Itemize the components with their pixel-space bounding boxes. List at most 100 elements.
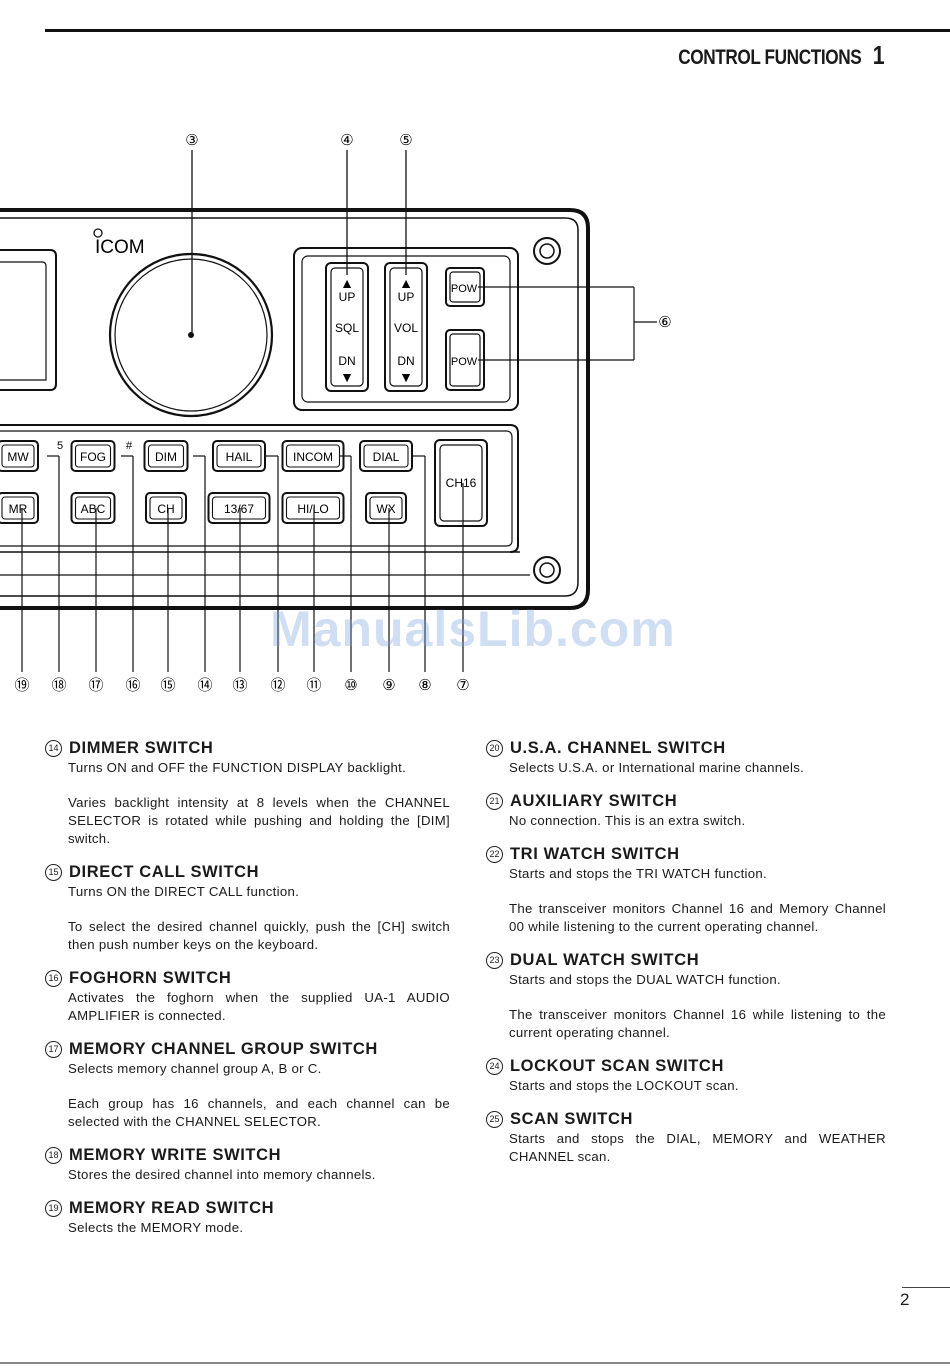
dial-key-label: DIAL — [373, 450, 400, 464]
dim-key-label: DIM — [155, 450, 177, 464]
page-number: 2 — [900, 1290, 910, 1309]
entry-body: Turns ON and OFF the FUNCTION DISPLAY ba… — [68, 759, 450, 848]
hi-lo-key-label: HI/LO — [297, 502, 328, 516]
entry-paragraph: Turns ON and OFF the FUNCTION DISPLAY ba… — [68, 760, 407, 775]
page-number-rule — [902, 1287, 950, 1288]
keypad-box — [0, 424, 519, 553]
ch-key[interactable] — [145, 492, 187, 524]
panel-outline — [0, 208, 590, 610]
entry-paragraph: Starts and stops the DUAL WATCH function… — [509, 972, 781, 987]
entry-number-badge: 17 — [45, 1041, 62, 1058]
header-title: CONTROL FUNCTIONS — [677, 46, 862, 69]
entry-number-badge: 20 — [486, 740, 503, 757]
watermark: ManualsLib.com — [270, 601, 676, 657]
fog-key-label: FOG — [80, 450, 106, 464]
13-67-key[interactable] — [207, 492, 271, 524]
squelch-switch[interactable] — [325, 262, 369, 392]
entry-number-badge: 14 — [45, 740, 62, 757]
chapter-number: 1 — [872, 40, 885, 70]
entry-paragraph: Activates the foghorn when the supplied … — [68, 990, 450, 1023]
entry-body: Stores the desired channel into memory c… — [68, 1166, 450, 1184]
entry-title-text: FOGHORN SWITCH — [69, 969, 232, 987]
dim-key[interactable] — [143, 440, 189, 472]
entry-title: 19 MEMORY READ SWITCH — [45, 1198, 450, 1219]
callout-bottom: ⑮ — [160, 677, 175, 694]
entry-title-text: LOCKOUT SCAN SWITCH — [510, 1057, 724, 1075]
entry-title-text: DIRECT CALL SWITCH — [69, 863, 260, 881]
hi-lo-key[interactable] — [281, 492, 345, 524]
sql-down-arrow-icon: ▼ — [340, 369, 354, 385]
entry-number-badge: 19 — [45, 1200, 62, 1217]
vol-up-label: UP — [398, 290, 415, 304]
entry-body: Starts and stops the TRI WATCH function.… — [509, 865, 886, 936]
screw-top — [533, 237, 561, 265]
entry-number-badge: 21 — [486, 793, 503, 810]
entry-title-text: AUXILIARY SWITCH — [510, 792, 678, 810]
page-header: CONTROL FUNCTIONS 1 — [678, 40, 884, 71]
callout-3: ③ — [185, 132, 198, 149]
wx-key[interactable] — [365, 492, 407, 524]
fog-key[interactable] — [70, 440, 116, 472]
entry-title-text: DIMMER SWITCH — [69, 739, 214, 757]
13-67-key-label: 13/67 — [224, 502, 254, 516]
callout-bottom: ⑯ — [125, 677, 140, 694]
vol-up-arrow-icon: ▲ — [399, 275, 413, 291]
entry-paragraph: Starts and stops the DIAL, MEMORY and WE… — [509, 1131, 886, 1164]
callout-bottom: ⑫ — [270, 677, 285, 694]
entry-number-badge: 16 — [45, 970, 62, 987]
bottom-leader-lines — [21, 455, 464, 672]
callout-bottom: ⑨ — [382, 677, 395, 694]
function-entry-dimmer-switch: 14 DIMMER SWITCH Turns ON and OFF the FUNC… — [45, 738, 450, 848]
channel-selector-knob[interactable] — [108, 252, 274, 418]
left-column: 14 DIMMER SWITCH Turns ON and OFF the FUNC… — [45, 738, 450, 1251]
vol-label: VOL — [394, 321, 418, 335]
entry-paragraph: Starts and stops the TRI WATCH function. — [509, 866, 768, 881]
hail-key[interactable] — [212, 440, 266, 472]
panel-inner-outline — [0, 217, 579, 597]
ch16-key[interactable] — [434, 439, 488, 527]
entry-number-badge: 25 — [486, 1111, 503, 1128]
display-window-inner — [0, 261, 47, 381]
function-entry-foghorn-switch: 16 FOGHORN SWITCH Activates the foghorn wh… — [45, 968, 450, 1025]
callout-bottom: ⑬ — [232, 677, 247, 694]
entry-paragraph: Selects memory channel group A, B or C. — [68, 1061, 322, 1076]
ch-key-label: CH — [157, 502, 174, 516]
volume-switch[interactable] — [384, 262, 428, 392]
entry-title-text: MEMORY WRITE SWITCH — [69, 1146, 282, 1164]
mw-key[interactable] — [0, 440, 39, 472]
dial-key[interactable] — [359, 440, 413, 472]
callout-bottom: ⑧ — [418, 677, 431, 694]
entry-paragraph: The transceiver monitors Channel 16 and … — [509, 901, 886, 934]
abc-key[interactable] — [70, 492, 116, 524]
entry-body: Starts and stops the DUAL WATCH function… — [509, 971, 886, 1042]
mw-key-label: MW — [7, 450, 29, 464]
entry-paragraph: Varies backlight intensity at 8 levels w… — [68, 795, 450, 846]
entry-body: Selects memory channel group A, B or C.E… — [68, 1060, 450, 1131]
mr-key[interactable] — [0, 492, 39, 524]
wx-key-label: WX — [376, 502, 395, 516]
sql-up-arrow-icon: ▲ — [340, 275, 354, 291]
hail-key-label: HAIL — [226, 450, 253, 464]
upper-switch-box — [293, 247, 519, 411]
keypad-box-inner — [0, 430, 513, 547]
callout-5: ⑤ — [399, 132, 412, 149]
entry-title-text: MEMORY READ SWITCH — [69, 1199, 275, 1217]
channel-selector-center — [188, 332, 194, 338]
entry-title: 14 DIMMER SWITCH — [45, 738, 450, 759]
logo-dot — [93, 228, 103, 238]
control-panel-diagram: ③ ④ ⑤ ICOM ▲ UP SQL DN ▼ ▲ UP VOL DN ▼ — [0, 132, 672, 694]
